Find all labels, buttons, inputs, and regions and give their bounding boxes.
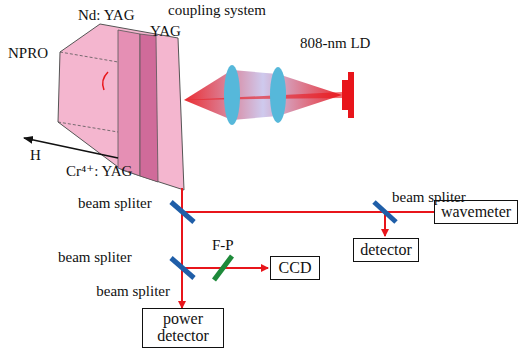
box-label: detector <box>360 242 412 259</box>
box-label: wavemeter <box>441 204 511 221</box>
detector-box: detector <box>353 238 419 262</box>
ld-label: 808-nm LD <box>300 36 370 51</box>
ccd-box: CCD <box>270 256 320 280</box>
power-detector-box: power detector <box>142 308 224 348</box>
splitter-label: beam spliter <box>58 250 132 265</box>
box-label: CCD <box>279 260 312 277</box>
coupling-system-label: coupling system <box>168 3 266 18</box>
fp-label: F-P <box>212 238 234 253</box>
direction-label: H <box>30 148 41 163</box>
crystal-label: YAG <box>150 24 181 39</box>
crystal-label: Nd: YAG <box>78 8 135 23</box>
splitter-label: beam spliter <box>96 284 170 299</box>
splitter-label: beam spliter <box>392 190 466 205</box>
npro-label: NPRO <box>8 46 48 61</box>
splitter-label: beam spliter <box>78 196 152 211</box>
crystal-label: Cr⁴⁺: YAG <box>66 164 132 179</box>
box-label: power detector <box>147 311 219 345</box>
